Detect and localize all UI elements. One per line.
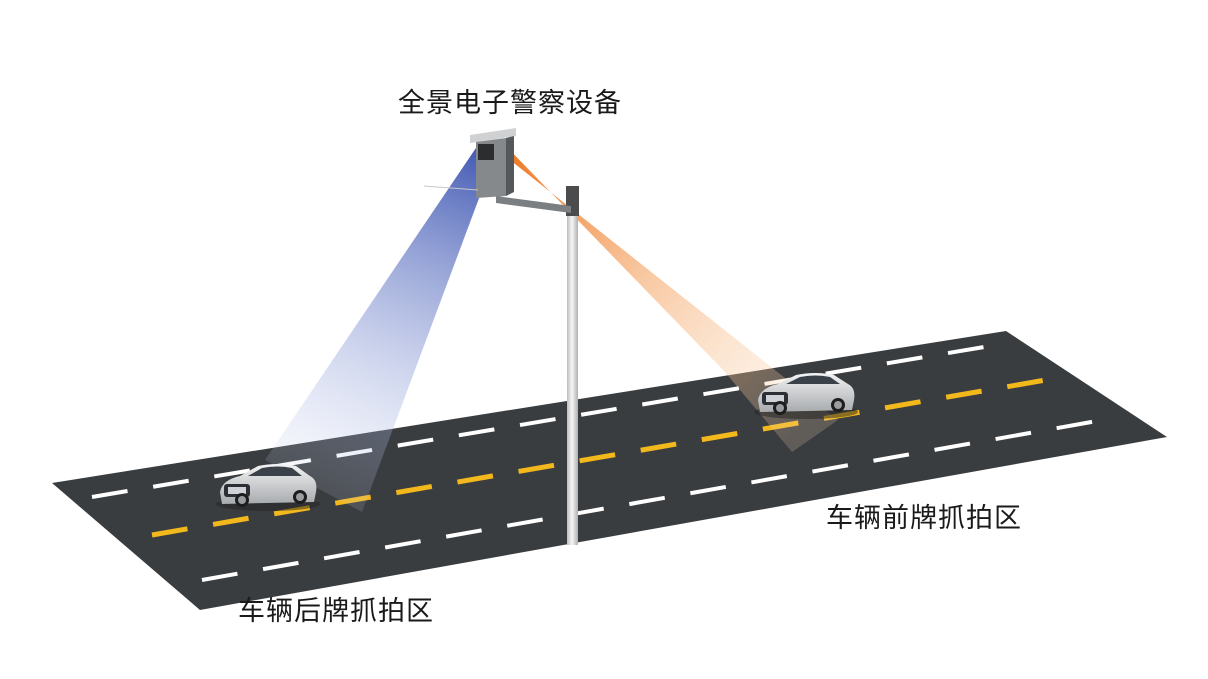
lane-line-bottom — [201, 416, 1115, 582]
rear-zone-car — [216, 464, 320, 511]
camera-bracket — [496, 196, 571, 213]
device-label: 全景电子警察设备 — [398, 88, 622, 119]
front-zone-car — [754, 373, 858, 419]
front-zone-label: 车辆前牌抓拍区 — [826, 503, 1022, 534]
front-capture-beam — [502, 142, 838, 452]
camera-pole — [567, 188, 578, 545]
camera-device — [423, 128, 516, 198]
rear-zone-label: 车辆后牌抓拍区 — [238, 596, 434, 627]
road-surface — [52, 331, 1167, 610]
lane-line-top — [91, 341, 1009, 499]
rear-capture-beam — [265, 142, 494, 512]
